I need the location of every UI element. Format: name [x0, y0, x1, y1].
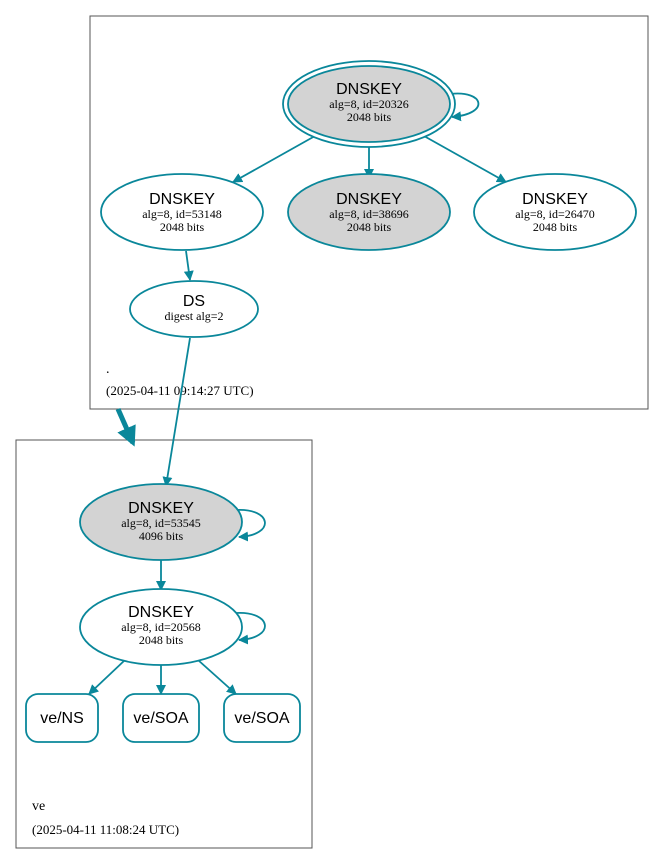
root-zsk-53148-line1: alg=8, id=53148 — [142, 207, 222, 221]
root-ksk-node: DNSKEY alg=8, id=20326 2048 bits — [282, 60, 456, 148]
edge-delegation — [115, 407, 136, 447]
ve-zsk-line2: 2048 bits — [139, 633, 184, 647]
edge-root-ksk-to-zsk-26470 — [423, 135, 507, 183]
root-zone-cluster: . (2025-04-11 09:14:27 UTC) — [89, 15, 649, 410]
root-zsk-26470-node: DNSKEY alg=8, id=26470 2048 bits — [473, 173, 637, 251]
edge-root-ksk-to-zsk-53148 — [232, 135, 316, 183]
root-zsk-38696-line2: 2048 bits — [347, 220, 392, 234]
root-zsk-53148-title: DNSKEY — [149, 191, 215, 208]
rrset-ve-soa-2-label: ve/SOA — [234, 710, 289, 727]
rrset-ve-ns-label: ve/NS — [40, 710, 84, 727]
root-ksk-line2: 2048 bits — [347, 110, 392, 124]
root-zsk-38696-node: DNSKEY alg=8, id=38696 2048 bits — [287, 173, 451, 251]
edge-root-ksk-self-loop — [449, 92, 480, 122]
ve-zsk-line1: alg=8, id=20568 — [121, 620, 201, 634]
root-ksk-title: DNSKEY — [336, 81, 402, 98]
root-zsk-53148-line2: 2048 bits — [160, 220, 205, 234]
ve-ksk-node: DNSKEY alg=8, id=53545 4096 bits — [79, 483, 243, 561]
ve-ksk-line2: 4096 bits — [139, 529, 184, 543]
ve-ksk-line1: alg=8, id=53545 — [121, 516, 201, 530]
root-zsk-53148-node: DNSKEY alg=8, id=53148 2048 bits — [100, 173, 264, 251]
ve-zone-name: ve — [32, 799, 45, 814]
root-zsk-26470-title: DNSKEY — [522, 191, 588, 208]
root-zsk-38696-line1: alg=8, id=38696 — [329, 207, 409, 221]
ve-zone-cluster: ve (2025-04-11 11:08:24 UTC) — [15, 439, 313, 849]
rrset-ve-soa-1-node: ve/SOA — [122, 693, 200, 743]
root-zsk-38696-title: DNSKEY — [336, 191, 402, 208]
ds-title: DS — [183, 293, 205, 310]
root-zone-timestamp: (2025-04-11 09:14:27 UTC) — [106, 383, 254, 398]
ds-node: DS digest alg=2 — [129, 280, 259, 338]
rrset-ve-ns-node: ve/NS — [25, 693, 99, 743]
edge-ds-to-ve-ksk — [162, 337, 191, 487]
ds-line1: digest alg=2 — [164, 309, 223, 323]
edges — [88, 92, 507, 695]
root-zsk-26470-line2: 2048 bits — [533, 220, 578, 234]
ve-ksk-title: DNSKEY — [128, 500, 194, 517]
edge-root-zsk-to-ds — [183, 250, 194, 281]
ve-zone-timestamp: (2025-04-11 11:08:24 UTC) — [32, 822, 179, 837]
root-zsk-26470-line1: alg=8, id=26470 — [515, 207, 595, 221]
edge-ve-ksk-self-loop — [235, 509, 266, 542]
root-zone-name: . — [106, 362, 110, 377]
edge-ve-zsk-to-ns — [88, 659, 126, 695]
ve-zsk-node: DNSKEY alg=8, id=20568 2048 bits — [79, 588, 243, 666]
root-ksk-line1: alg=8, id=20326 — [329, 97, 409, 111]
rrset-ve-soa-1-label: ve/SOA — [133, 710, 188, 727]
rrset-ve-soa-2-node: ve/SOA — [223, 693, 301, 743]
edge-ve-zsk-to-soa-2 — [197, 659, 237, 695]
ve-zsk-title: DNSKEY — [128, 604, 194, 621]
edge-ve-zsk-self-loop — [235, 612, 266, 645]
